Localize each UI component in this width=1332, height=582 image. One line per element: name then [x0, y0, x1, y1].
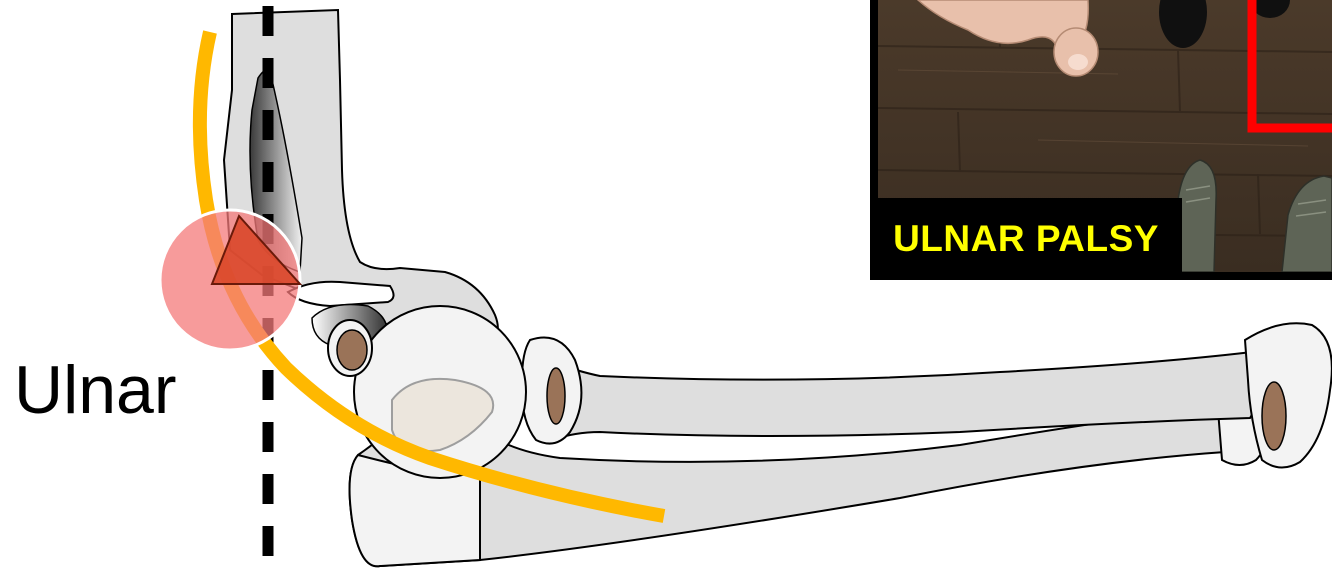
inset-caption-text: ULNAR PALSY: [893, 218, 1159, 260]
radial-head-cartilage: [547, 368, 565, 424]
inset-caption-box: ULNAR PALSY: [870, 198, 1182, 280]
distal-radius: [1245, 323, 1332, 467]
nerve-label: Ulnar: [14, 356, 177, 424]
trochlea-cartilage-inner: [337, 330, 367, 370]
ulnar-palsy-inset-photo: ULNAR PALSY: [870, 0, 1332, 280]
medial-epicondyle: [288, 282, 394, 306]
distal-radius-cartilage: [1262, 382, 1286, 450]
